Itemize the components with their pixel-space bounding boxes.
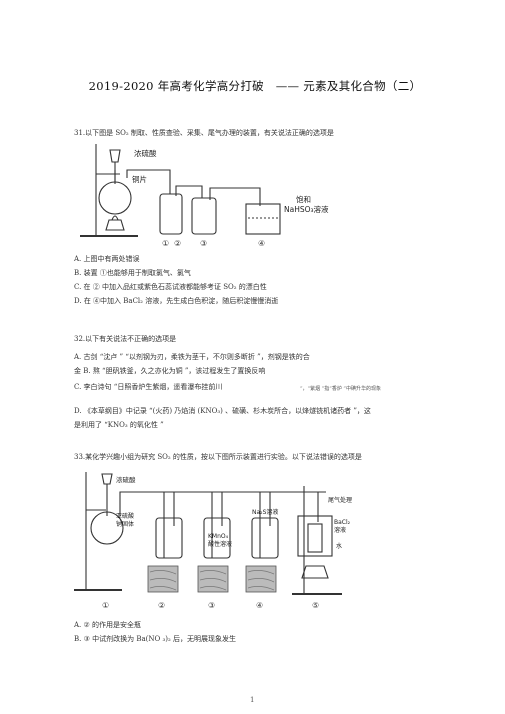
q31-marker-1: ① bbox=[162, 239, 169, 248]
q32-line-c-note: ”，“紫烟 ”指“香炉 ”中碘升华的现象 bbox=[300, 386, 381, 392]
q33-marker-1: ① bbox=[102, 601, 109, 610]
question-31-stem: 31.以下图是 SO₂ 制取、性质查验、采集、尾气办理的装置，有关说法正确的选项… bbox=[74, 129, 334, 137]
q31-option-c: C. 在 ② 中加入品红或紫色石蕊试液都能够考证 SO₂ 的漂白性 bbox=[74, 283, 267, 291]
page-title: 2019-2020 年高考化学高分打破 —— 元素及其化合物（二） bbox=[88, 79, 422, 93]
q31-marker-4: ④ bbox=[258, 239, 265, 248]
q32-line-d: D. 《本草纲目》中记录 “(火药) 乃焰消 (KNO₃) 、硫磺、杉木炭所合，… bbox=[74, 407, 371, 415]
page-number: 1 bbox=[250, 696, 255, 704]
question-32-stem: 32.以下有关说法不正确的选项是 bbox=[74, 335, 177, 343]
q33-label-kmno4-b: 酸性溶液 bbox=[208, 540, 232, 548]
q31-option-d: D. 在 ④中加入 BaCl₂ 溶液，先生成白色积淀，随后积淀慢慢消逝 bbox=[74, 297, 279, 305]
q33-label-bacl2-b: 溶液 bbox=[334, 526, 346, 534]
q32-line-a: A. 古剑 “沈卢 ” “以剂钢为刃，柔铁为茎干，不尔则多断折 ”，剂钢是铁的合 bbox=[74, 353, 310, 361]
q33-marker-4: ④ bbox=[256, 601, 263, 610]
q33-option-a: A. ② 的作用是安全瓶 bbox=[74, 621, 142, 629]
q31-label-copper: 铜片 bbox=[132, 174, 147, 184]
q32-line-b: 金 B. 熬 “胆矾铁釜，久之亦化为铜 ”，该过程发生了置换反响 bbox=[74, 367, 266, 375]
q31-label-nahso3: NaHSO₃溶液 bbox=[284, 204, 329, 214]
q33-label-water: 水 bbox=[336, 542, 342, 550]
q31-marker-2: ② bbox=[174, 239, 181, 248]
q33-label-acid: 浓硫酸 bbox=[116, 475, 136, 484]
question-31-apparatus-figure: ① ② ③ ④ 浓硫酸 铜片 饱和 NaHSO₃溶液 bbox=[80, 144, 329, 248]
q31-label-acid: 浓硫酸 bbox=[134, 148, 157, 158]
q33-label-bacl2-a: BaCl₂ bbox=[334, 519, 351, 526]
q33-option-b: B. ③ 中试剂改换为 Ba(NO ₃)₂ 后，无明展现象发生 bbox=[74, 635, 237, 643]
question-33-stem: 33.某化学兴趣小组为研究 SO₂ 的性质，按以下图所示装置进行实验。以下说法错… bbox=[74, 453, 362, 461]
question-33-apparatus-figure: ① ② ③ ④ ⑤ 浓硫酸 亚硫酸 钠固体 KMnO₄ 酸性溶液 Na₂S溶液 … bbox=[74, 472, 352, 610]
q32-line-d-cont: 是利用了 “KNO₃ 的氧化性 ” bbox=[74, 421, 164, 429]
q31-option-b: B. 装置 ①也能够用于制取氯气、氯气 bbox=[74, 269, 191, 277]
q33-label-kmno4-a: KMnO₄ bbox=[208, 533, 229, 540]
q33-label-na2s: Na₂S溶液 bbox=[252, 508, 278, 516]
q33-label-na2so3-a: 亚硫酸 bbox=[116, 512, 134, 520]
q33-marker-2: ② bbox=[158, 601, 165, 610]
q33-label-tail: 尾气处理 bbox=[328, 496, 352, 504]
q31-option-a: A. 上图中有两处错误 bbox=[74, 255, 140, 263]
q33-marker-3: ③ bbox=[208, 601, 215, 610]
q33-marker-5: ⑤ bbox=[312, 601, 319, 610]
q31-marker-3: ③ bbox=[200, 239, 207, 248]
q31-label-saturated: 饱和 bbox=[296, 194, 311, 204]
q33-label-na2so3-b: 钠固体 bbox=[116, 520, 134, 528]
q32-line-c: C. 李白诗句 “日照香炉生紫烟，遥看瀑布挂前川 bbox=[74, 383, 223, 391]
